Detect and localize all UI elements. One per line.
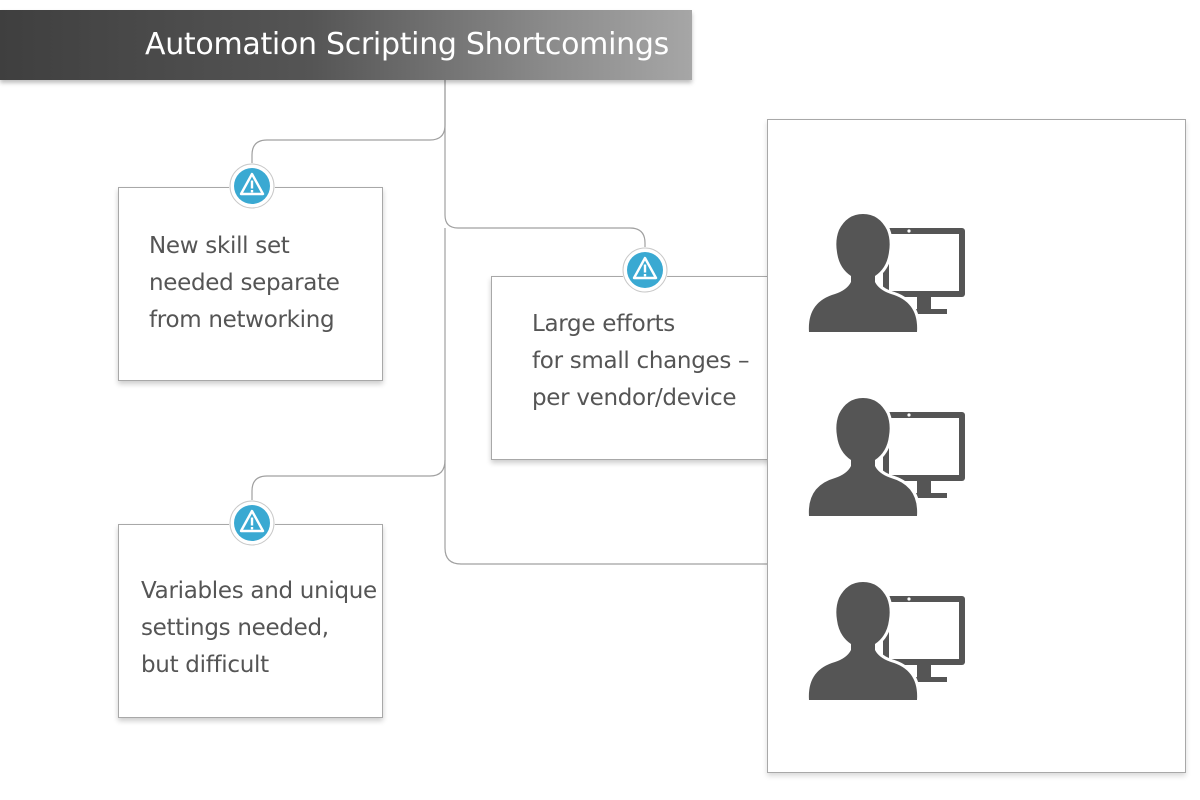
shortcoming-card-skill-set: New skill set needed separate from netwo… [118,187,383,381]
warning-icon [229,163,275,209]
user-computer-icon [805,212,965,335]
card-text: Large efforts for small changes – per ve… [532,311,750,411]
shortcoming-card-large-efforts: Large efforts for small changes – per ve… [491,276,792,460]
page-title: Automation Scripting Shortcomings [145,27,669,62]
card-text: Variables and unique settings needed, bu… [141,578,377,678]
user-computer-icon [805,580,965,703]
user-computer-icon [805,396,965,519]
shortcoming-card-variables: Variables and unique settings needed, bu… [118,524,383,718]
warning-icon [622,247,668,293]
title-banner: Automation Scripting Shortcomings [0,10,692,80]
card-text: New skill set needed separate from netwo… [149,233,340,333]
warning-icon [229,500,275,546]
